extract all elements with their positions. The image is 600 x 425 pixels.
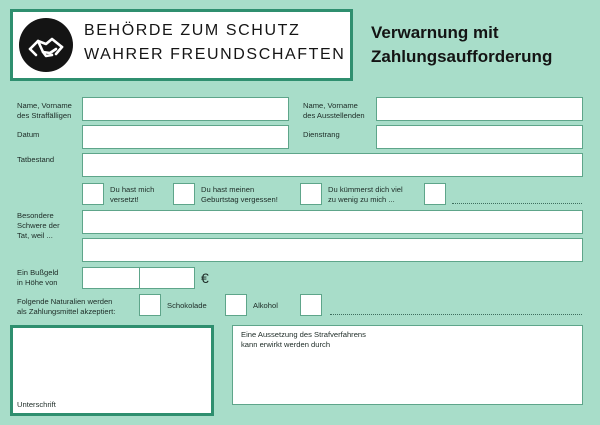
label-text: Name, Vorname xyxy=(303,101,358,110)
label-date: Datum xyxy=(17,130,40,139)
goods-checkbox-chocolate[interactable] xyxy=(139,294,161,316)
rank-field[interactable] xyxy=(376,125,583,149)
goods-option-alcohol: Alkohol xyxy=(253,301,278,310)
severity-field-1[interactable] xyxy=(82,210,583,234)
issuer-name-field[interactable] xyxy=(376,97,583,121)
label-text: in Höhe von xyxy=(17,278,58,287)
offender-name-field[interactable] xyxy=(82,97,289,121)
label-fine: Ein Bußgeld in Höhe von xyxy=(17,268,58,288)
date-field[interactable] xyxy=(82,125,289,149)
org-name-line2: WAHRER FREUNDSCHAFTEN xyxy=(84,46,346,63)
label-text: Name, Vorname xyxy=(17,101,72,110)
label-text: Du hast mich xyxy=(110,185,155,194)
currency-symbol: € xyxy=(201,270,209,286)
label-text: Ein Bußgeld xyxy=(17,268,59,277)
goods-checkbox-alcohol[interactable] xyxy=(225,294,247,316)
label-text: versetzt! xyxy=(110,195,139,204)
label-text: Geburtstag vergessen! xyxy=(201,195,278,204)
label-signature: Unterschrift xyxy=(17,400,56,409)
label-text: Du kümmerst dich viel xyxy=(328,185,403,194)
label-text: Tat, weil ... xyxy=(17,231,53,240)
fine-cents-field[interactable] xyxy=(139,267,195,289)
offense-field[interactable] xyxy=(82,153,583,177)
label-text: des Ausstellenden xyxy=(303,111,365,120)
goods-option-chocolate: Schokolade xyxy=(167,301,207,310)
label-offense: Tatbestand xyxy=(17,155,55,164)
offense-checkbox-other[interactable] xyxy=(424,183,446,205)
offense-checkbox-birthday[interactable] xyxy=(173,183,195,205)
label-text: Besondere xyxy=(17,211,54,220)
label-text: Eine Aussetzung des Strafverfahrens xyxy=(241,330,366,339)
offense-option-birthday: Du hast meinen Geburtstag vergessen! xyxy=(201,185,278,205)
label-rank: Dienstrang xyxy=(303,130,340,139)
label-text: des Straffälligen xyxy=(17,111,72,120)
label-text: kann erwirkt werden durch xyxy=(241,340,331,349)
org-name-line1: BEHÖRDE ZUM SCHUTZ xyxy=(84,22,301,39)
other-offense-line[interactable] xyxy=(452,203,582,204)
document-title: Verwarnung mit Zahlungsaufforderung xyxy=(371,21,552,69)
offense-option-neglect: Du kümmerst dich viel zu wenig zu mich .… xyxy=(328,185,403,205)
offense-checkbox-stood-up[interactable] xyxy=(82,183,104,205)
suspension-text: Eine Aussetzung des Strafverfahrens kann… xyxy=(241,330,366,350)
label-severity: Besondere Schwere der Tat, weil ... xyxy=(17,211,60,241)
label-offender-name: Name, Vorname des Straffälligen xyxy=(17,101,72,121)
offense-checkbox-neglect[interactable] xyxy=(300,183,322,205)
label-issuer-name: Name, Vorname des Ausstellenden xyxy=(303,101,365,121)
goods-checkbox-other[interactable] xyxy=(300,294,322,316)
suspension-box[interactable] xyxy=(232,325,583,405)
label-text: Folgende Naturalien werden xyxy=(17,297,113,306)
title-line1: Verwarnung mit xyxy=(371,23,499,42)
other-goods-line[interactable] xyxy=(330,314,582,315)
severity-field-2[interactable] xyxy=(82,238,583,262)
label-text: als Zahlungsmittel akzeptiert: xyxy=(17,307,116,316)
offense-option-stood-up: Du hast mich versetzt! xyxy=(110,185,154,205)
signature-box[interactable] xyxy=(10,325,214,416)
label-goods: Folgende Naturalien werden als Zahlungsm… xyxy=(17,297,115,317)
label-text: Schwere der xyxy=(17,221,60,230)
fine-amount-field[interactable] xyxy=(82,267,140,289)
title-line2: Zahlungsaufforderung xyxy=(371,47,553,66)
handshake-icon xyxy=(19,18,73,72)
label-text: zu wenig zu mich ... xyxy=(328,195,395,204)
label-text: Du hast meinen xyxy=(201,185,255,194)
